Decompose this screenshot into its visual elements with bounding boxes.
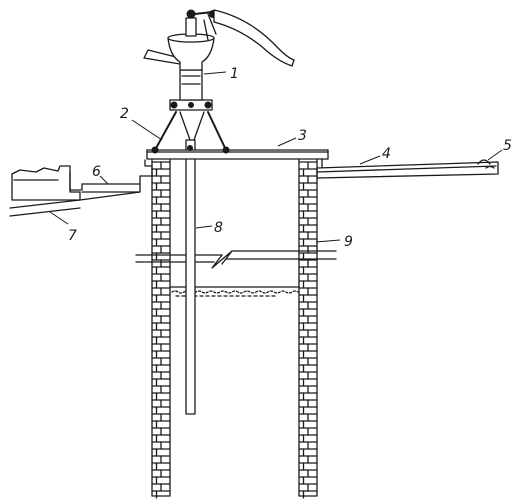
leader-7 (49, 211, 69, 225)
leader-4 (359, 155, 381, 165)
callout-5: 5 (503, 138, 512, 154)
right-wall-bricks (298, 161, 318, 499)
cover-slab (146, 149, 329, 168)
leader-lines (49, 71, 503, 243)
leader-9 (315, 239, 341, 243)
horizontal-pipe (135, 250, 337, 269)
left-apron (9, 159, 153, 217)
callout-6: 6 (92, 164, 101, 180)
callout-7: 7 (68, 228, 77, 244)
leader-2 (131, 119, 163, 141)
callout-1: 1 (230, 66, 239, 82)
callout-labels: 1 2 3 4 5 6 7 8 9 (68, 66, 512, 250)
leader-1 (203, 71, 227, 75)
left-shaft-wall (151, 157, 171, 499)
callout-4: 4 (382, 146, 391, 162)
leader-5 (487, 149, 503, 161)
right-shaft-wall (298, 157, 318, 499)
leader-3 (277, 137, 297, 147)
callout-2: 2 (120, 106, 129, 122)
left-wall-bricks (151, 161, 171, 499)
leader-6 (99, 175, 109, 185)
callout-3: 3 (298, 128, 307, 144)
riser-pipe (185, 139, 196, 415)
callout-9: 9 (344, 234, 353, 250)
right-apron (316, 159, 499, 179)
leader-8 (195, 225, 213, 229)
callout-8: 8 (214, 220, 223, 236)
pump-support-legs (151, 111, 230, 154)
hand-pump (143, 9, 295, 111)
